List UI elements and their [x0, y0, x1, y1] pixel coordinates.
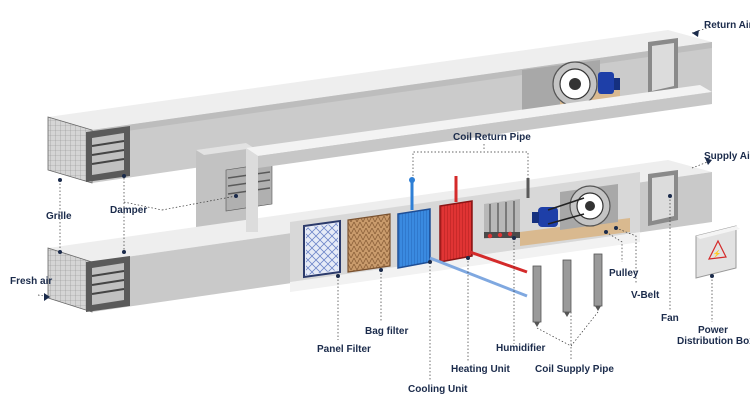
label-coil-supply-pipe: Coil Supply Pipe	[535, 364, 614, 375]
mixing-connector	[196, 143, 273, 240]
label-heating-unit: Heating Unit	[451, 364, 510, 375]
label-fan: Fan	[661, 313, 679, 324]
label-power-line1: Power	[697, 325, 728, 336]
label-bag-filter: Bag filter	[365, 326, 409, 337]
supply-duct-top-slab	[246, 85, 712, 232]
label-panel-filter: Panel Filter	[317, 344, 371, 355]
label-cooling-unit: Cooling Unit	[408, 384, 468, 395]
supply-fan-assembly	[520, 184, 630, 246]
damper-lower	[86, 256, 130, 312]
label-damper: Damper	[110, 205, 148, 216]
return-outlet-frame	[648, 38, 678, 96]
panel-filter	[303, 219, 341, 279]
coil-supply-pipes	[429, 250, 603, 327]
damper-upper	[86, 126, 130, 182]
label-power-line2: Distribution Box	[677, 336, 750, 347]
label-grille: Grille	[46, 211, 72, 222]
label-coil-return-pipe: Coil Return Pipe	[453, 132, 531, 143]
grille-lower	[47, 247, 93, 313]
humidifier	[484, 178, 530, 239]
grille-upper	[47, 116, 93, 184]
svg-text:⚡: ⚡	[713, 249, 722, 258]
label-humidifier: Humidifier	[496, 343, 546, 354]
flow-arrow-icon	[44, 30, 712, 301]
bag-filter	[347, 213, 391, 273]
label-return-air: Return Air	[704, 20, 750, 31]
cooling-coil	[397, 177, 431, 269]
label-power-distribution-box: Power Distribution Box	[677, 325, 750, 347]
supply-outlet-frame	[648, 170, 678, 226]
electrical-hazard-icon	[707, 239, 727, 260]
leader-lines	[37, 26, 713, 380]
heating-coil	[439, 176, 473, 263]
power-distribution-box: ⚡	[695, 225, 740, 279]
label-pulley: Pulley	[609, 268, 639, 279]
label-v-belt: V-Belt	[631, 290, 660, 301]
leader-dots	[58, 174, 714, 278]
label-fresh-air: Fresh air	[10, 276, 53, 287]
label-supply-air: Supply Air	[704, 151, 750, 162]
